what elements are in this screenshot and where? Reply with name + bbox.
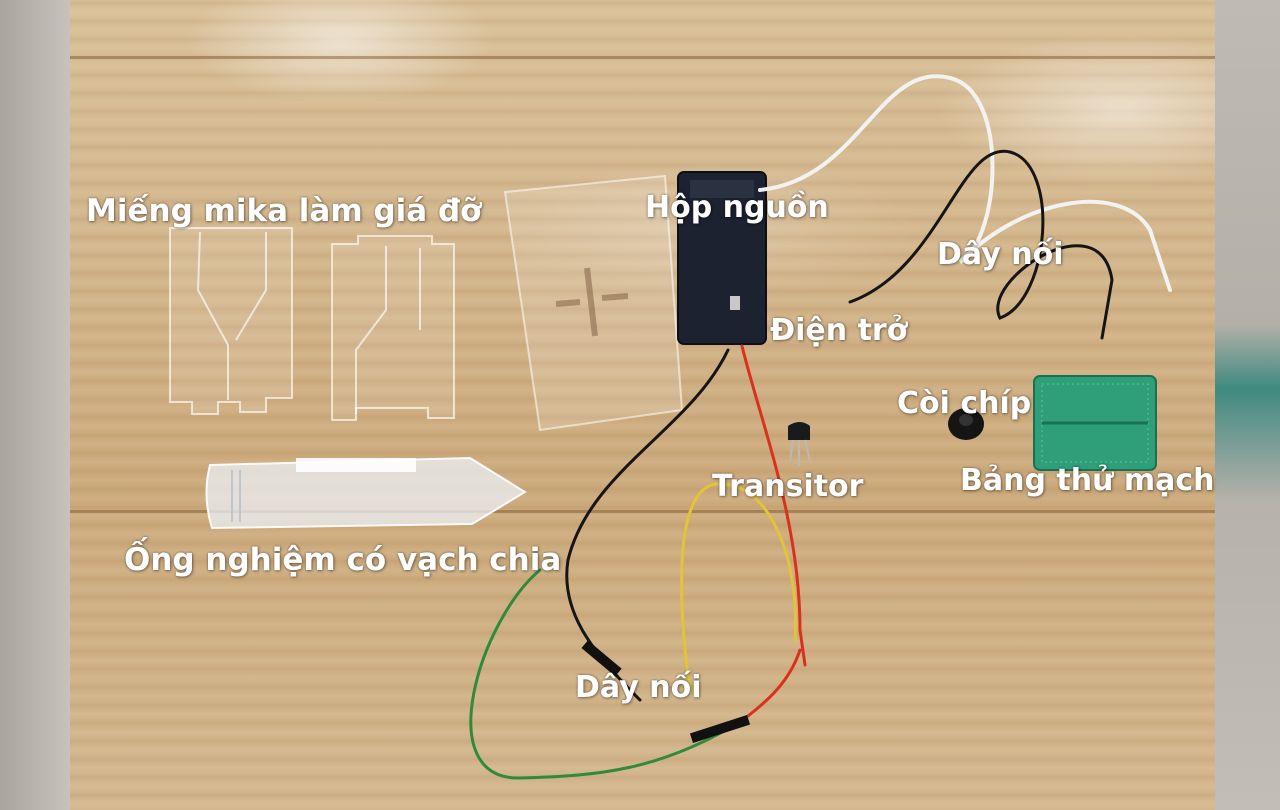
label-test-tube: Ống nghiệm có vạch chia <box>124 542 562 578</box>
breadboard <box>1033 375 1157 471</box>
graduated-test-tube <box>205 456 527 530</box>
red-wire <box>740 344 807 667</box>
mica-piece-middle <box>331 235 455 421</box>
green-wire <box>469 568 742 780</box>
mica-piece-left <box>169 227 293 415</box>
black-wire-top <box>848 149 1114 340</box>
label-wires-top: Dây nối <box>937 237 1064 272</box>
battery-box <box>677 171 767 345</box>
label-buzzer: Còi chíp <box>897 386 1032 421</box>
white-wire <box>758 74 1172 292</box>
wires <box>469 74 1172 780</box>
label-wires-bottom: Dây nối <box>575 670 702 705</box>
buzzer <box>948 408 984 440</box>
label-transistor: Transitor <box>712 469 864 504</box>
right-frame-border <box>1215 0 1280 810</box>
label-resistor: Điện trở <box>770 313 908 348</box>
table-plank-seam <box>70 56 1215 59</box>
yellow-wire <box>680 482 798 692</box>
transistor <box>788 422 811 466</box>
wooden-table <box>70 0 1215 810</box>
mica-plate <box>503 174 684 432</box>
label-mica-holder: Miếng mika làm giá đỡ <box>86 193 482 229</box>
label-breadboard: Bảng thử mạch <box>960 463 1215 498</box>
left-frame-border <box>0 0 70 810</box>
table-plank-seam <box>70 510 1215 513</box>
label-power-box: Hộp nguồn <box>645 190 829 225</box>
